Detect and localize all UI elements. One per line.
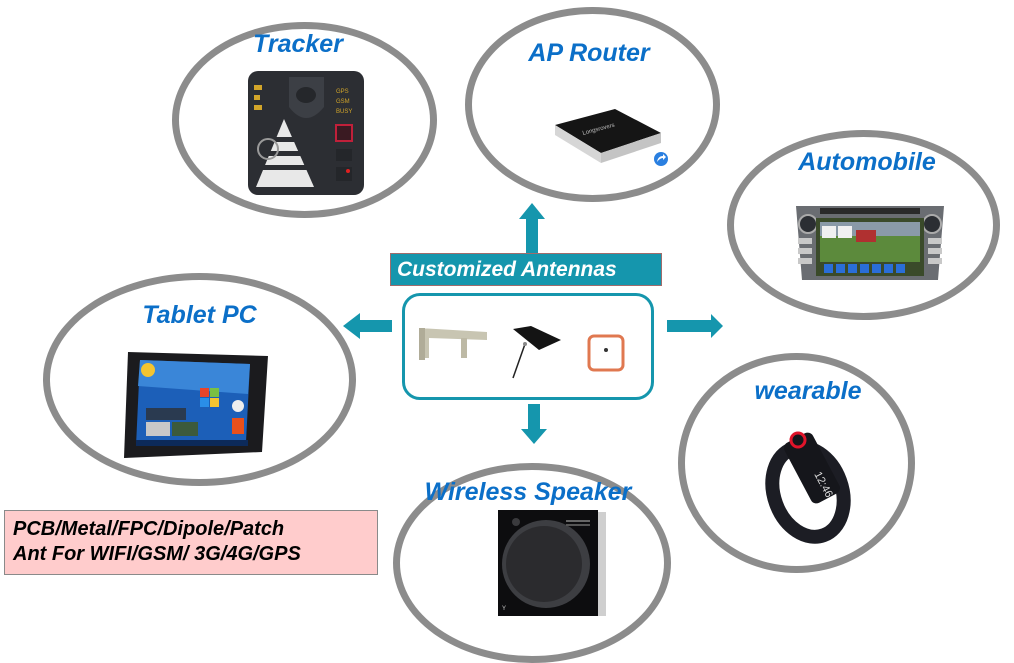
wireless-speaker-label: Wireless Speaker xyxy=(424,478,632,506)
wearable-label: wearable xyxy=(754,377,862,405)
arrow-left-shaft xyxy=(360,320,392,332)
arrow-right-shaft xyxy=(667,320,713,332)
svg-text:GSM: GSM xyxy=(336,99,350,105)
patch-antenna-icon xyxy=(587,334,625,372)
tracker-device-image: GPS GSM BUSY xyxy=(244,67,368,199)
ap-router-device-image: Longsrovers xyxy=(553,105,671,171)
automobile-label: Automobile xyxy=(798,148,936,176)
svg-text:GPS: GPS xyxy=(336,89,349,95)
svg-text:BUSY: BUSY xyxy=(336,109,352,115)
center-title: Customized Antennas xyxy=(390,253,662,286)
note-line-2: Ant For WIFI/GSM/ 3G/4G/GPS xyxy=(13,543,301,565)
automobile-device-image xyxy=(790,198,950,284)
svg-text:Y: Y xyxy=(502,606,506,612)
arrow-right-icon xyxy=(711,314,723,338)
arrow-down-shaft xyxy=(528,404,540,430)
tablet-pc-label: Tablet PC xyxy=(142,301,257,329)
tracker-label: Tracker xyxy=(253,30,343,58)
ap-router-label: AP Router xyxy=(528,39,650,67)
antenna-types-note: PCB/Metal/FPC/Dipole/Patch Ant For WIFI/… xyxy=(4,510,378,575)
arrow-left-icon xyxy=(343,313,360,339)
tablet-pc-device-image xyxy=(122,346,272,462)
arrow-up-shaft xyxy=(526,218,538,253)
ap-router-ellipse xyxy=(465,7,720,202)
wearable-device-image: 12:46 xyxy=(762,428,862,544)
fpc-antenna-icon xyxy=(512,326,561,379)
arrow-up-icon xyxy=(519,203,545,219)
wireless-speaker-device-image: Y xyxy=(496,508,608,618)
antennas-box xyxy=(402,293,654,400)
arrow-down-icon xyxy=(521,429,547,444)
metal-antenna-icon xyxy=(419,328,487,360)
note-line-1: PCB/Metal/FPC/Dipole/Patch xyxy=(13,518,285,540)
